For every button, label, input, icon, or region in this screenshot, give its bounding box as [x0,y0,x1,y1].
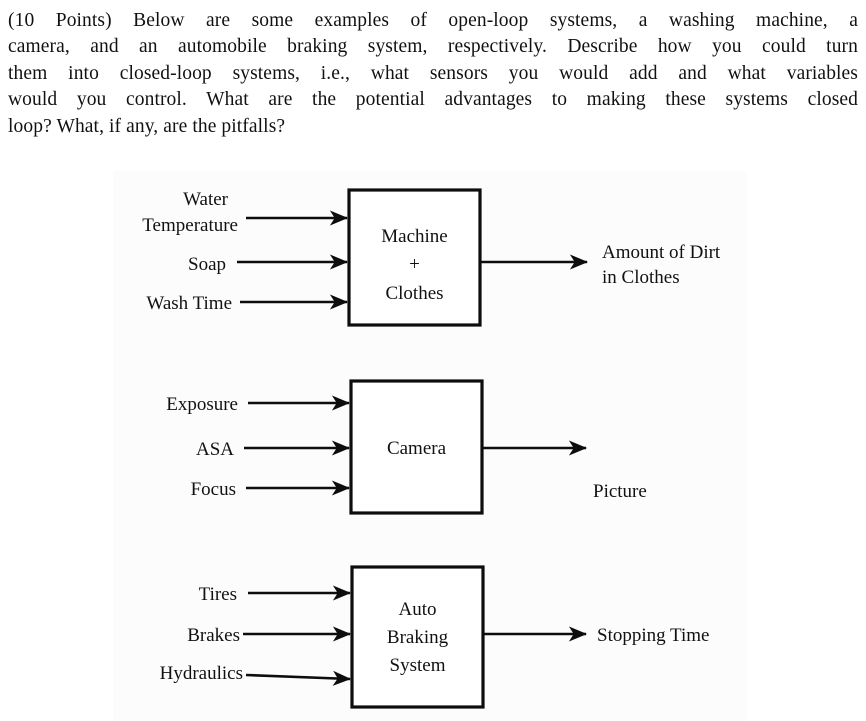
output-label-stopping-time: Stopping Time [597,625,709,646]
output-label-amount-of-dirt-line-2: in Clothes [602,267,680,288]
input-label-exposure: Exposure [166,394,238,415]
input-label-asa: ASA [196,439,234,460]
output-label-amount-of-dirt-line-1: Amount of Dirt [602,242,721,263]
question-line-4: would you control. What are the potentia… [8,89,858,111]
diagram-washing-machine: Machine + Clothes Water Temperature Soap… [142,188,721,327]
system-block-washing-machine [347,188,482,327]
diagram-auto-braking: Auto Braking System Tires Brakes Hydraul… [160,565,709,709]
question-line-3: them into closed-loop systems, i.e., wha… [8,62,858,84]
diagram-camera: Camera Exposure ASA Focus Picture [166,379,647,515]
input-label-water-temperature-line-1: Water [183,189,229,210]
question-line-5: loop? What, if any, are the pitfalls? [8,115,286,137]
input-label-soap: Soap [188,254,226,275]
block-diagram-figure: Machine + Clothes Water Temperature Soap… [0,160,866,721]
block-label-line-2: + [409,254,420,275]
figure-svg-canvas: Machine + Clothes Water Temperature Soap… [142,188,721,709]
block-label-line-3: System [390,655,446,676]
block-label-line-3: Clothes [385,283,443,304]
output-label-picture: Picture [593,481,647,502]
block-label-line-1: Machine [381,226,447,247]
question-text-block: (10 Points) Below are some examples of o… [8,8,858,140]
question-line-2: camera, and an automobile braking system… [8,36,858,58]
input-label-hydraulics: Hydraulics [160,663,243,684]
block-label-camera: Camera [387,438,447,459]
input-label-brakes: Brakes [187,625,240,646]
input-label-water-temperature-line-2: Temperature [142,215,238,236]
input-label-wash-time: Wash Time [146,293,232,314]
input-label-tires: Tires [199,584,237,605]
system-block-camera [349,379,484,515]
block-label-line-2: Braking [387,627,449,648]
input-arrow-hydraulics [245,670,352,686]
block-label-line-1: Auto [399,599,437,620]
system-block-auto-braking [350,565,485,709]
question-line-1: (10 Points) Below are some examples of o… [8,10,858,31]
input-label-focus: Focus [191,479,236,500]
